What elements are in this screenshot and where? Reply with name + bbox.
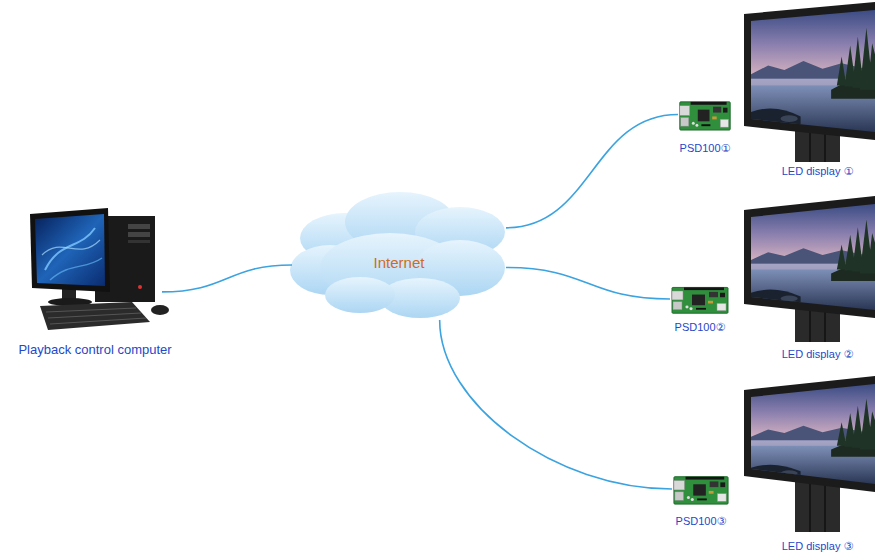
controller-card: PSD100① — [678, 97, 732, 132]
network-link — [162, 265, 292, 292]
led-display-illustration — [744, 196, 875, 342]
device-label: PSD100① — [680, 142, 731, 155]
led-display: LED display ① — [744, 2, 875, 162]
computer-node: Playback control computer — [28, 203, 162, 330]
computer-illustration — [30, 208, 169, 330]
controller-board — [672, 287, 728, 313]
device-label: LED display ① — [782, 165, 854, 178]
led-display-illustration — [744, 2, 875, 162]
network-link — [506, 115, 678, 228]
node-label: Internet — [374, 254, 425, 272]
internet-cloud-shape — [290, 192, 505, 318]
network-link — [440, 320, 672, 489]
controller-card: PSD100② — [670, 283, 730, 315]
device-label: LED display ③ — [782, 540, 854, 553]
controller-card: PSD100③ — [672, 472, 730, 506]
led-display: LED display ② — [744, 196, 875, 342]
internet-cloud: Internet — [292, 192, 506, 320]
controller-board — [680, 102, 730, 130]
device-label: PSD100③ — [676, 515, 727, 528]
device-label: Playback control computer — [18, 342, 171, 358]
network-link — [506, 268, 670, 299]
led-display: LED display ③ — [744, 376, 875, 532]
controller-board — [674, 477, 728, 504]
device-label: PSD100② — [675, 321, 726, 334]
device-label: LED display ② — [782, 348, 854, 361]
led-display-illustration — [744, 376, 875, 532]
